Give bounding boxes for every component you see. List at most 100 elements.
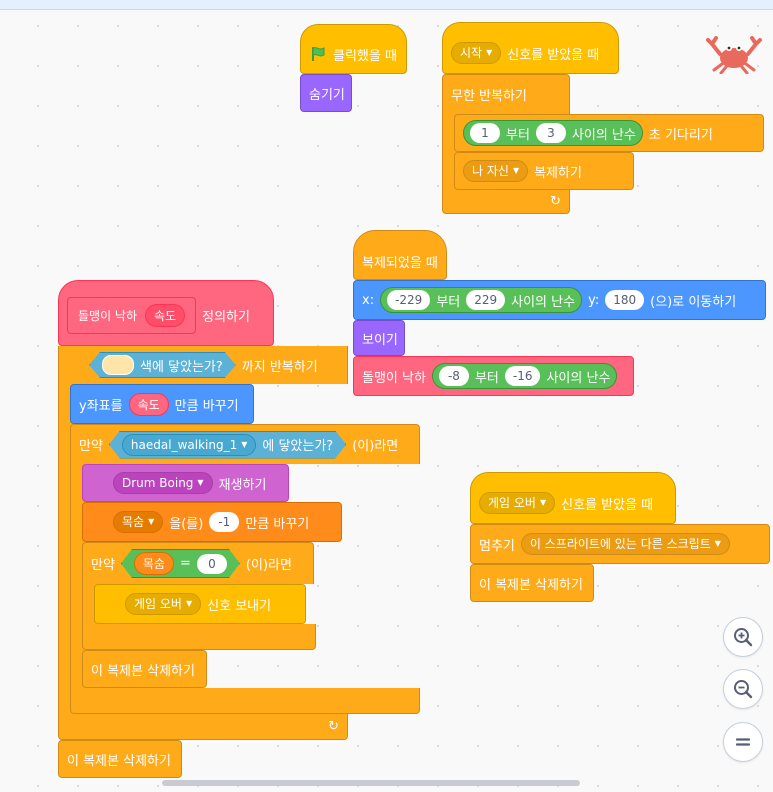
gameover-receive-label: 신호를 받았을 때 [561,497,654,513]
chevron-down-icon: ▼ [714,539,721,548]
message-dropdown[interactable]: 시작▼ [451,42,502,64]
gameover-msg-value: 게임 오버 [488,496,536,510]
lives-reporter[interactable]: 목숨 [134,552,174,575]
repeat-until-arm [58,382,73,718]
zoom-in-icon [734,628,753,647]
delete-clone-gameover-block[interactable]: 이 복제본 삭제하기 [470,564,594,602]
random-operator[interactable]: -8 부터 -16 사이의 난수 [431,363,618,389]
chevron-down-icon: ▼ [512,166,520,175]
gameover-msg-dropdown[interactable]: 게임 오버▼ [479,492,556,514]
zoom-out-icon [734,680,753,699]
stop-block[interactable]: 멈추기 이 스프라이트에 있는 다른 스크립트▼ [470,524,770,564]
forever-block[interactable]: 무한 반복하기 [442,74,570,114]
clone-target-dropdown[interactable]: 나 자신▼ [463,160,529,182]
goto-label: (으)로 이동하기 [650,294,737,310]
y-input[interactable]: 180 [605,290,645,310]
chevron-down-icon: ▼ [185,599,193,608]
speed-reporter[interactable]: 속도 [128,392,169,416]
color-swatch[interactable] [102,355,134,375]
touch-target-dropdown[interactable]: haedal_walking_1▼ [122,434,256,456]
if-then-label: (이)라면 [352,439,399,454]
crab-sprite-icon [706,36,762,74]
fall-label: 돌맹이 낙하 [362,370,426,386]
stop-label: 멈추기 [479,538,515,554]
when-flag-clicked-hat[interactable]: 클릭했을 때 [300,24,407,74]
if2-label: 만약 [91,558,115,573]
x-mid-label: 부터 [436,294,461,310]
zoom-reset-icon [735,738,751,746]
horizontal-scrollbar[interactable] [162,780,580,786]
touch-label: 에 닿았는가? [262,439,334,454]
when-receive-start-hat[interactable]: 시작▼ 신호를 받았을 때 [442,22,619,74]
delete-clone-inner-block[interactable]: 이 복제본 삭제하기 [82,650,207,688]
var-delta-input[interactable]: -1 [209,512,240,532]
if-label: 만약 [79,439,103,454]
chevron-down-icon: ▼ [486,48,493,57]
if-touching-arm [70,462,85,690]
zoom-reset-button[interactable] [723,722,763,762]
hide-label: 숨기기 [309,87,345,103]
play-sound-block[interactable]: Drum Boing▼ 재생하기 [82,464,289,502]
fall-mid-label: 부터 [474,370,499,386]
x-from-input[interactable]: -229 [387,290,431,310]
touching-color-sensor[interactable]: 색에 닿았는가? [89,352,236,378]
gameover-delete-label: 이 복제본 삭제하기 [479,577,583,593]
fall-from-input[interactable]: -8 [438,366,469,386]
broadcast-value: 게임 오버 [134,597,182,611]
define-prototype[interactable]: 돌맹이 낙하 속도 [67,296,197,334]
wait-from-input[interactable]: 1 [470,123,500,143]
chevron-down-icon: ▼ [197,478,204,487]
when-clone-start-hat[interactable]: 복제되었을 때 [353,230,447,280]
if2-then-label: (이)라면 [245,558,292,573]
broadcast-block[interactable]: 게임 오버▼ 신호 보내기 [94,584,306,624]
var-change-label: 을(를) [169,516,204,532]
sound-label: 재생하기 [218,477,267,493]
define-block[interactable]: 돌맹이 낙하 속도 정의하기 [58,280,274,346]
if-equals-arm [82,582,97,626]
loop-arrow-icon: ↻ [550,194,561,209]
wait-random-block[interactable]: 1 부터 3 사이의 난수 초 기다리기 [454,114,764,152]
random-operator[interactable]: 1 부터 3 사이의 난수 [463,120,643,146]
equals-operator[interactable]: 목숨 = 0 [121,549,240,578]
if-touching-block[interactable]: 만약 haedal_walking_1▼ 에 닿았는가? (이)라면 [70,424,420,464]
show-block[interactable]: 보이기 [353,320,405,356]
show-label: 보이기 [362,332,398,348]
goto-xy-block[interactable]: x: -229 부터 229 사이의 난수 y: 180 (으)로 이동하기 [353,280,766,320]
zoom-in-button[interactable] [723,617,763,657]
when-receive-gameover-hat[interactable]: 게임 오버▼ 신호를 받았을 때 [470,472,676,524]
broadcast-dropdown[interactable]: 게임 오버▼ [125,593,202,615]
fall-to-input[interactable]: -16 [504,366,541,386]
stop-option-value: 이 스프라이트에 있는 다른 스크립트 [529,537,711,551]
create-clone-block[interactable]: 나 자신▼ 복제하기 [454,152,634,190]
call-fall-block[interactable]: 돌맹이 낙하 -8 부터 -16 사이의 난수 [353,356,634,396]
if-equals-block[interactable]: 만약 목숨 = 0 (이)라면 [82,542,314,584]
define-label: 정의하기 [202,309,250,325]
param-speed[interactable]: 속도 [145,303,186,327]
change-y-block[interactable]: y좌표를 속도 만큼 바꾸기 [70,384,254,424]
repeat-until-block[interactable]: 색에 닿았는가? 까지 반복하기 [58,346,348,384]
repeat-until-footer: ↻ [58,714,348,740]
top-bar [0,0,773,10]
clone-target-value: 나 자신 [472,164,509,178]
variable-value: 목숨 [122,515,145,529]
x-to-input[interactable]: 229 [466,290,506,310]
receive-label: 신호를 받았을 때 [507,47,600,63]
stop-option-dropdown[interactable]: 이 스프라이트에 있는 다른 스크립트▼ [520,533,730,555]
touching-sensor[interactable]: haedal_walking_1▼ 에 닿았는가? [109,431,346,459]
wait-rand-label: 사이의 난수 [571,127,636,143]
variable-dropdown[interactable]: 목숨▼ [113,511,164,533]
sound-dropdown[interactable]: Drum Boing▼ [113,472,213,494]
forever-arm [442,112,457,192]
zoom-out-button[interactable] [723,669,763,709]
delete-clone-outer-block[interactable]: 이 복제본 삭제하기 [58,740,182,778]
wait-to-input[interactable]: 3 [535,123,566,143]
hide-block[interactable]: 숨기기 [300,74,352,112]
chevron-down-icon: ▼ [148,517,155,526]
random-operator[interactable]: -229 부터 229 사이의 난수 [380,287,583,313]
change-var-block[interactable]: 목숨▼ 을(를) -1 만큼 바꾸기 [82,502,342,542]
forever-label: 무한 반복하기 [451,89,527,104]
delete-inner-label: 이 복제본 삭제하기 [91,663,195,679]
eq-right-input[interactable]: 0 [197,554,227,574]
broadcast-label: 신호 보내기 [207,598,272,614]
x-label: x: [362,292,375,308]
